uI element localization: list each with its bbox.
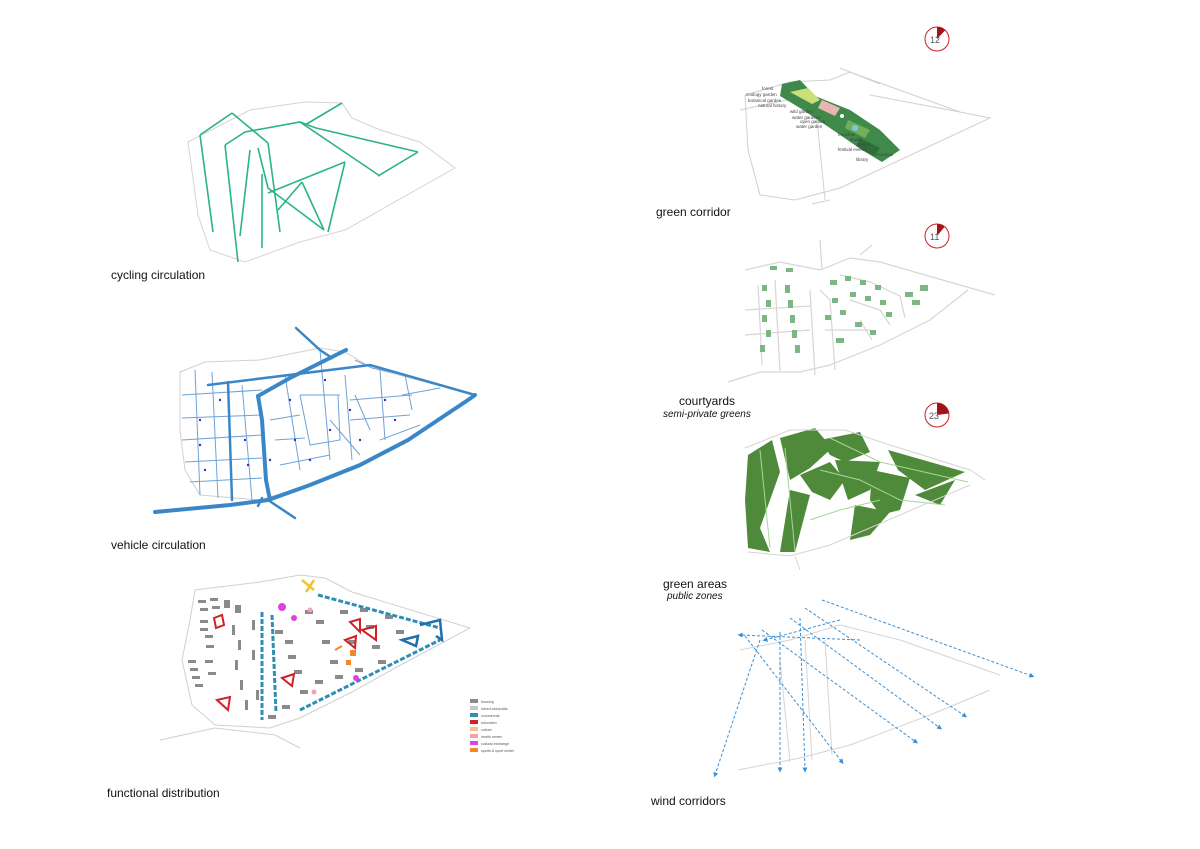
vehicle-circulation-label: vehicle circulation — [111, 538, 206, 552]
green-area-shapes — [745, 428, 965, 552]
cycling-site-outline — [187, 101, 456, 263]
legend-item: mixed-use/public — [481, 707, 508, 711]
zone-label: meadow — [838, 132, 856, 137]
vehicle-minor-streets — [181, 349, 441, 501]
counter-number: 11 — [930, 232, 939, 242]
green-area-outline — [744, 429, 986, 571]
zone-label: natural history — [758, 103, 787, 108]
green-corridor-counter: 12 — [924, 26, 950, 52]
courtyards-sublabel: semi-private greens — [663, 409, 751, 420]
commercial-buildings — [398, 618, 444, 648]
zone-label: water gardens — [792, 115, 821, 120]
legend-item: education — [481, 721, 497, 725]
legend-item: health center — [481, 735, 503, 739]
wind-corridors-label: wind corridors — [651, 794, 726, 808]
wind-arrows — [713, 599, 1035, 778]
functional-legend: housing mixed-use/public commercial educ… — [470, 699, 515, 753]
zone-label: library — [856, 157, 869, 162]
sports-centers — [334, 645, 356, 665]
functional-distribution-label: functional distribution — [107, 786, 220, 800]
green-area-streets — [759, 437, 969, 553]
cycling-paths — [199, 102, 419, 263]
health-centers — [307, 607, 317, 695]
zone-label: forest — [762, 86, 774, 91]
zone-label: meadow — [876, 152, 894, 157]
zone-label: studio — [850, 137, 863, 142]
green-corridor-label: green corridor — [656, 205, 731, 219]
courtyards-streets — [727, 239, 996, 383]
zone-label: open garden — [800, 119, 826, 124]
corridor-green-band — [780, 80, 900, 162]
counter-number: 12 — [930, 35, 940, 45]
courtyards-label: courtyards — [679, 394, 736, 408]
legend-item: sports & sport center — [481, 749, 515, 753]
zone-label: sports — [858, 142, 871, 147]
vehicle-stop-dots — [198, 378, 397, 472]
zone-label: zoology garden — [746, 92, 777, 97]
zone-label: botanical garden — [748, 98, 782, 103]
corridor-site-lines — [739, 67, 992, 205]
legend-item: culture — [481, 728, 492, 732]
cycling-circulation-label: cycling circulation — [111, 268, 206, 282]
courtyard-greens — [760, 266, 928, 353]
green-areas-counter: 23 — [924, 402, 950, 428]
zone-label: festival events — [838, 147, 867, 152]
functional-site-outline — [159, 574, 472, 749]
zone-label: wild garden — [790, 109, 814, 114]
legend-item: commercial — [481, 714, 500, 718]
landmark-marker — [301, 579, 316, 593]
green-areas-sublabel: public zones — [667, 591, 723, 602]
legend-item: housing — [481, 700, 494, 704]
education-buildings — [212, 613, 377, 712]
green-areas-label: green areas — [663, 577, 728, 591]
wind-site-lines — [737, 624, 1001, 771]
counter-number: 23 — [929, 411, 939, 421]
cultural-exchange — [278, 603, 359, 681]
legend-item: cultural exchange — [481, 742, 509, 746]
courtyards-counter: 11 — [924, 223, 950, 249]
corridor-zone-labels: forest zoology garden botanical garden n… — [746, 86, 894, 162]
commercial-strips — [260, 593, 441, 720]
housing-blocks — [188, 598, 404, 719]
zone-label: water garden — [796, 124, 823, 129]
vehicle-main-roads — [153, 326, 477, 520]
